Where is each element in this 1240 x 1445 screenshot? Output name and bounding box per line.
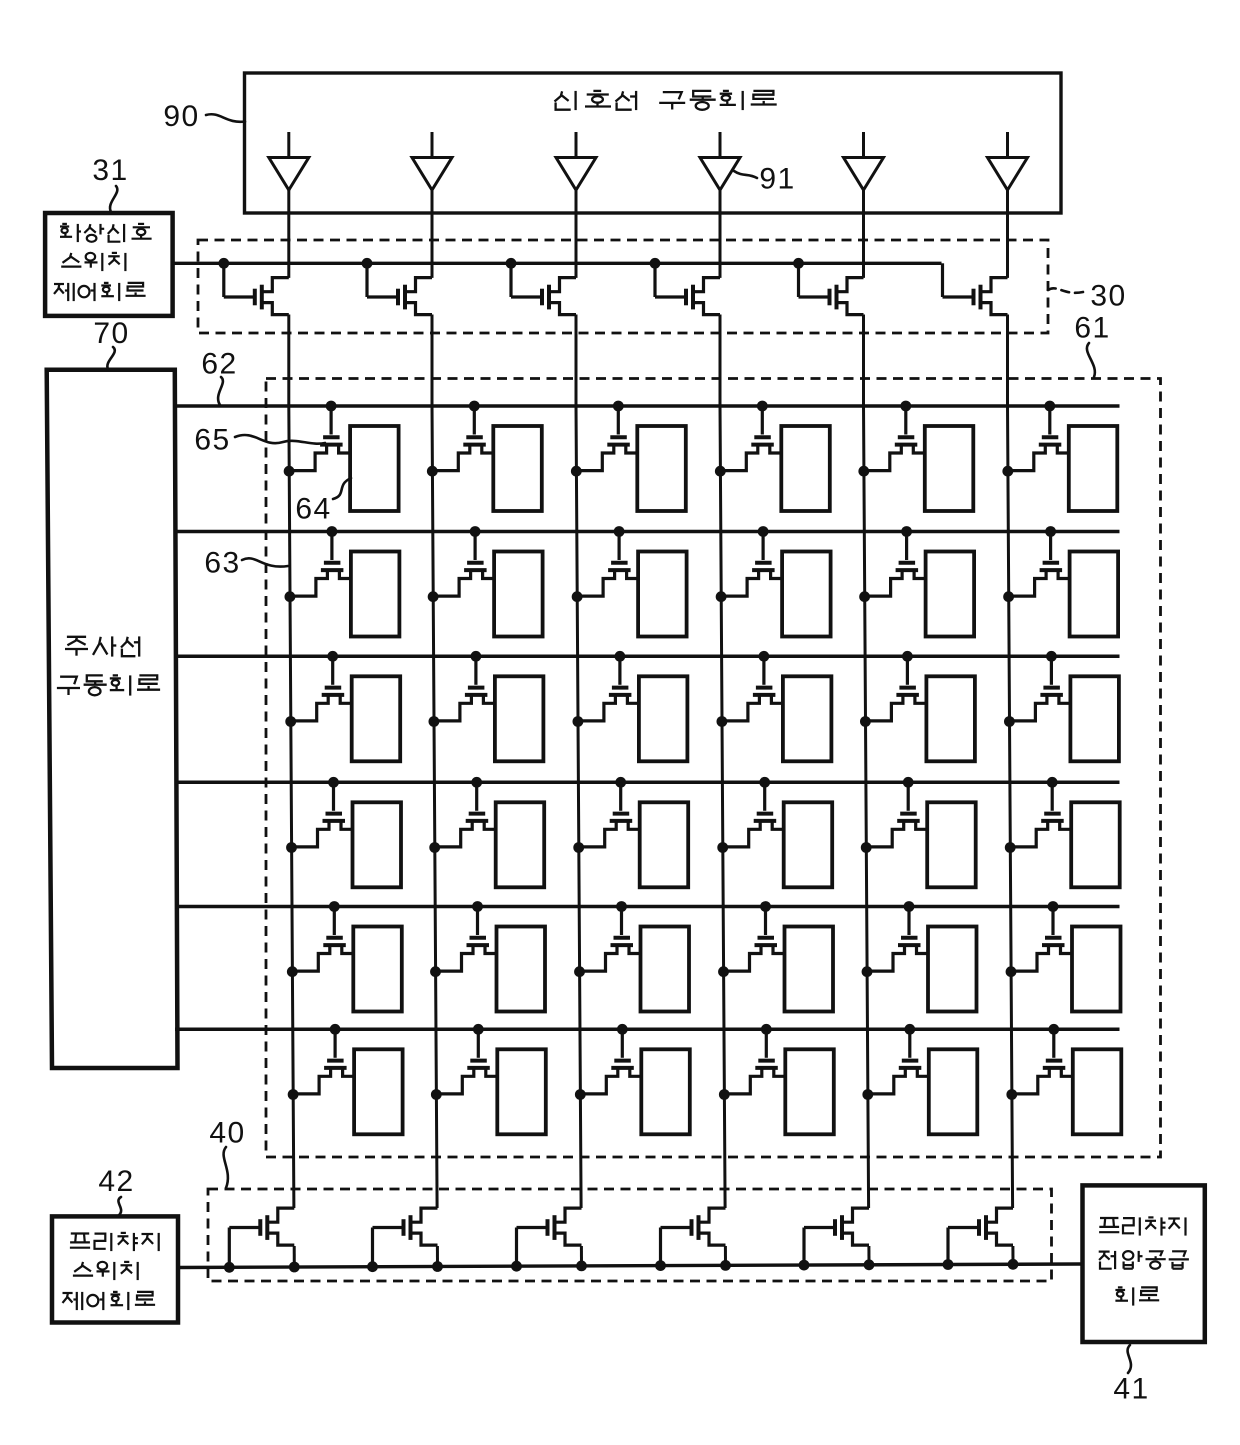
svg-text:42: 42 <box>98 1165 134 1198</box>
svg-text:64: 64 <box>295 493 331 526</box>
svg-text:62: 62 <box>201 348 237 381</box>
svg-text:70: 70 <box>93 317 129 350</box>
svg-text:65: 65 <box>194 424 230 457</box>
svg-text:63: 63 <box>204 547 240 580</box>
svg-text:91: 91 <box>759 163 795 196</box>
svg-text:30: 30 <box>1090 280 1126 313</box>
svg-text:41: 41 <box>1113 1373 1149 1406</box>
svg-text:90: 90 <box>163 100 199 133</box>
svg-text:40: 40 <box>209 1117 245 1150</box>
svg-text:61: 61 <box>1074 312 1110 345</box>
svg-text:31: 31 <box>92 154 128 187</box>
